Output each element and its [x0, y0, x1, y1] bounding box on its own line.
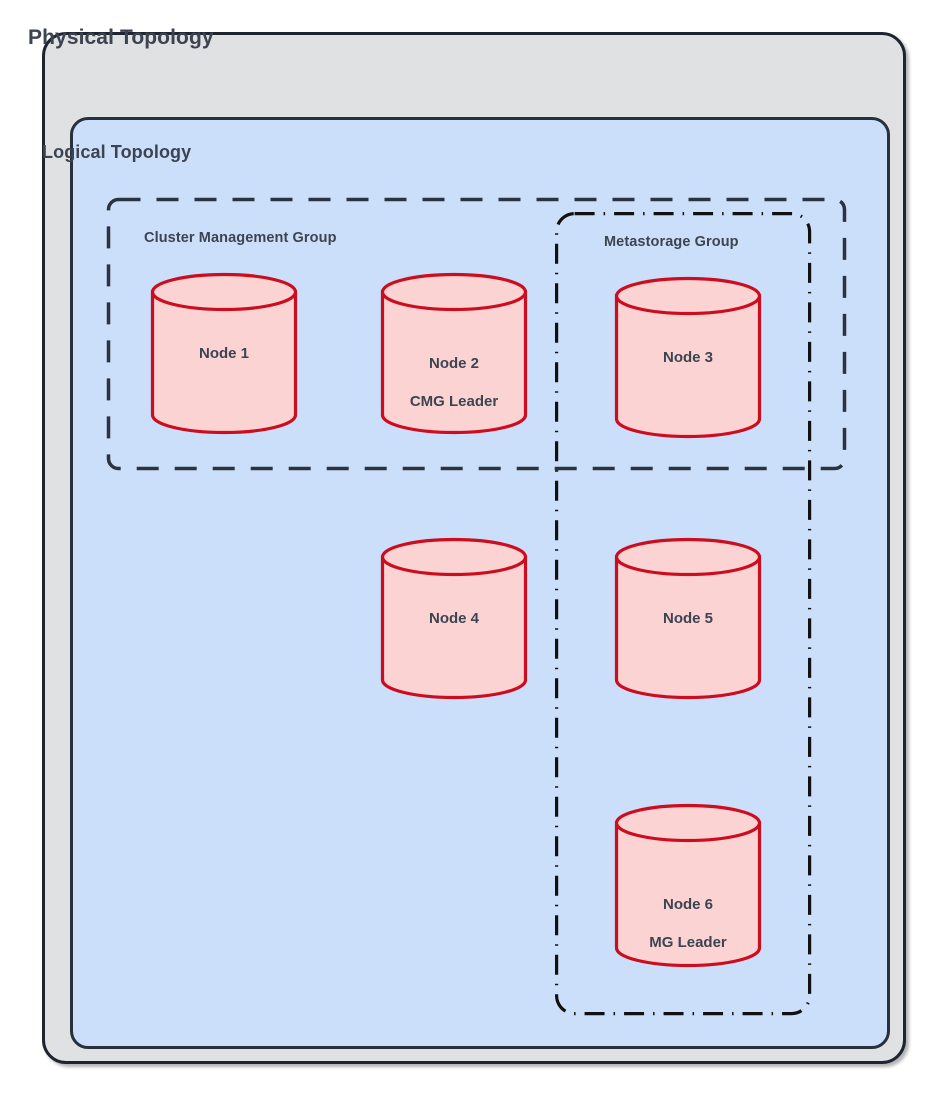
- node-cylinder-node6[interactable]: Node 6 MG Leader: [614, 803, 762, 968]
- cluster-management-group-label: Cluster Management Group: [144, 230, 337, 246]
- node-cylinder-node1[interactable]: Node 1: [150, 272, 298, 435]
- metastorage-group-box: [555, 212, 812, 1016]
- node-cylinder-node4[interactable]: Node 4: [380, 537, 528, 700]
- cluster-management-group-box: [106, 197, 847, 471]
- physical-topology-title: Physical Topology: [28, 26, 214, 49]
- logical-topology-title: Logical Topology: [42, 142, 192, 162]
- node-cylinder-node5[interactable]: Node 5: [614, 537, 762, 700]
- node-cylinder-node2[interactable]: Node 2 CMG Leader: [380, 272, 528, 435]
- metastorage-group-label: Metastorage Group: [604, 234, 739, 250]
- node-cylinder-node3[interactable]: Node 3: [614, 276, 762, 439]
